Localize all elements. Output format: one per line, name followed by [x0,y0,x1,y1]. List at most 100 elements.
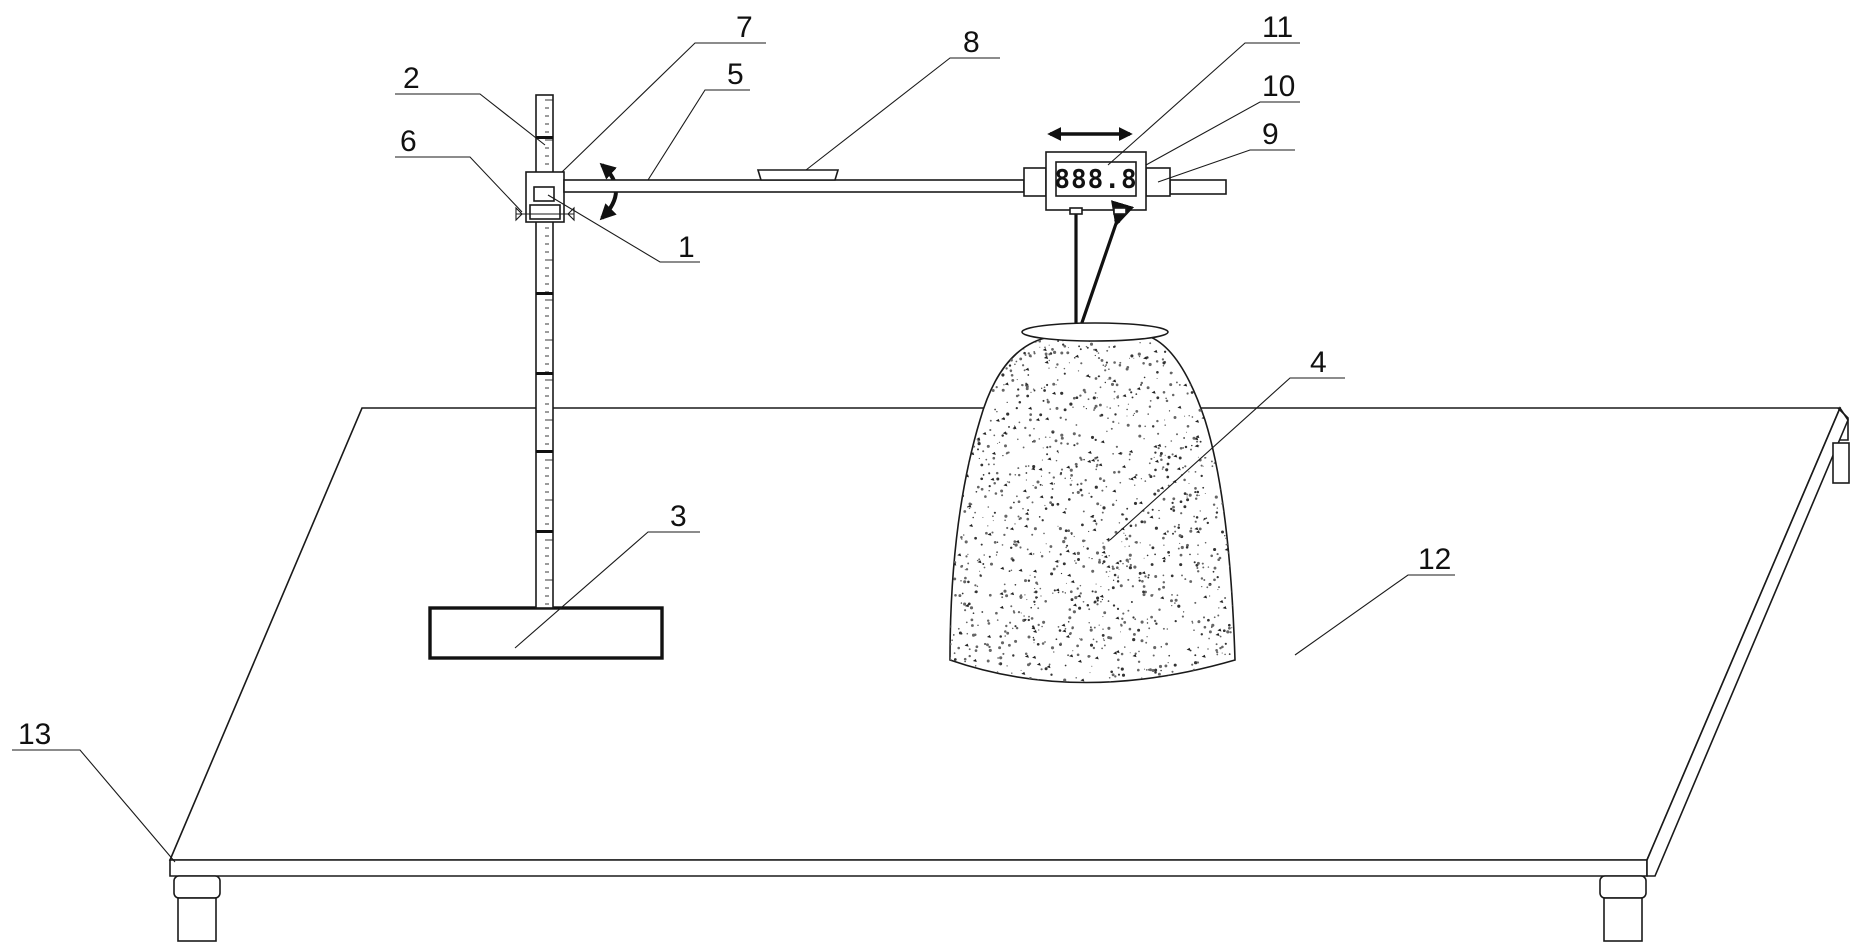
concrete-speckle [964,540,968,544]
concrete-speckle [966,632,969,635]
concrete-speckle [1221,368,1225,372]
concrete-speckle [1109,636,1113,640]
concrete-speckle [1010,370,1012,373]
concrete-aggregate [1143,356,1148,360]
concrete-speckle [964,609,967,612]
concrete-speckle [1167,551,1170,554]
concrete-speckle [1115,566,1119,570]
concrete-speckle [1049,445,1052,448]
concrete-speckle [1188,415,1190,417]
concrete-speckle [1159,454,1162,457]
concrete-aggregate [1112,489,1117,493]
concrete-aggregate [1044,356,1049,359]
concrete-speckle [1220,399,1223,401]
concrete-speckle [988,648,992,652]
concrete-speckle [1001,388,1005,392]
concrete-speckle [1099,477,1102,481]
concrete-speckle [1206,356,1209,358]
concrete-speckle [1060,433,1064,437]
concrete-speckle [1052,567,1056,571]
concrete-speckle [1216,651,1219,654]
concrete-speckle [1004,514,1008,518]
concrete-aggregate [1089,515,1094,518]
concrete-speckle [1043,389,1046,392]
concrete-speckle [1075,562,1077,564]
concrete-speckle [1154,668,1158,672]
concrete-speckle [1197,570,1200,573]
concrete-speckle [1195,335,1197,337]
concrete-speckle [1033,350,1036,353]
concrete-speckle [1126,415,1128,417]
concrete-speckle [1124,534,1127,537]
concrete-speckle [1165,642,1168,646]
concrete-speckle [1014,523,1016,525]
concrete-speckle [977,439,980,442]
concrete-speckle [1131,585,1135,588]
concrete-speckle [1204,335,1208,339]
concrete-speckle [1224,642,1227,645]
concrete-speckle [1073,535,1075,538]
concrete-speckle [1062,540,1066,544]
concrete-speckle [1066,442,1069,446]
concrete-speckle [1004,444,1007,448]
concrete-aggregate [1028,552,1033,556]
concrete-speckle [1177,523,1180,526]
concrete-speckle [1059,642,1062,645]
concrete-speckle [1113,471,1116,474]
concrete-speckle [1201,585,1203,588]
concrete-speckle [1055,638,1058,641]
concrete-aggregate [1032,655,1037,659]
concrete-aggregate [1045,417,1049,421]
concrete-speckle [1091,665,1093,667]
concrete-aggregate [1087,450,1092,454]
concrete-speckle [963,580,967,584]
concrete-speckle [1194,497,1198,500]
concrete-speckle [975,388,979,392]
concrete-speckle [1080,362,1083,365]
concrete-speckle [1003,533,1006,537]
concrete-speckle [1110,427,1113,430]
concrete-aggregate [973,393,978,397]
concrete-speckle [977,442,981,446]
concrete-speckle [1068,632,1072,636]
concrete-speckle [1200,341,1202,343]
concrete-speckle [1210,460,1213,463]
concrete-speckle [1135,473,1138,477]
concrete-speckle [1035,581,1038,585]
concrete-speckle [1041,459,1043,461]
concrete-speckle [1170,507,1173,511]
concrete-speckle [1062,343,1065,346]
concrete-speckle [1049,436,1051,438]
concrete-speckle [1120,624,1123,627]
concrete-speckle [1094,438,1097,442]
concrete-aggregate [1024,524,1028,528]
concrete-speckle [1068,362,1070,364]
concrete-speckle [1008,364,1012,367]
concrete-speckle [986,643,989,647]
concrete-speckle [1058,629,1062,632]
concrete-speckle [1025,465,1027,468]
concrete-speckle [985,531,988,535]
concrete-aggregate [1099,594,1104,598]
concrete-speckle [989,419,992,422]
concrete-speckle [1086,346,1089,349]
concrete-speckle [1189,553,1191,556]
concrete-speckle [1048,471,1051,474]
concrete-speckle [1111,503,1115,506]
concrete-speckle [965,568,969,571]
concrete-speckle [988,645,991,649]
concrete-speckle [1082,600,1085,603]
concrete-speckle [1046,383,1049,387]
concrete-speckle [1128,545,1130,547]
concrete-speckle [1118,363,1122,367]
concrete-speckle [974,536,977,540]
concrete-speckle [1134,652,1137,655]
concrete-speckle [1060,471,1063,475]
concrete-speckle [1076,587,1079,590]
concrete-aggregate [1032,629,1037,633]
concrete-speckle [1143,376,1146,379]
concrete-speckle [1228,626,1231,630]
concrete-speckle [1193,515,1195,518]
concrete-speckle [961,592,964,595]
concrete-speckle [1138,434,1142,438]
